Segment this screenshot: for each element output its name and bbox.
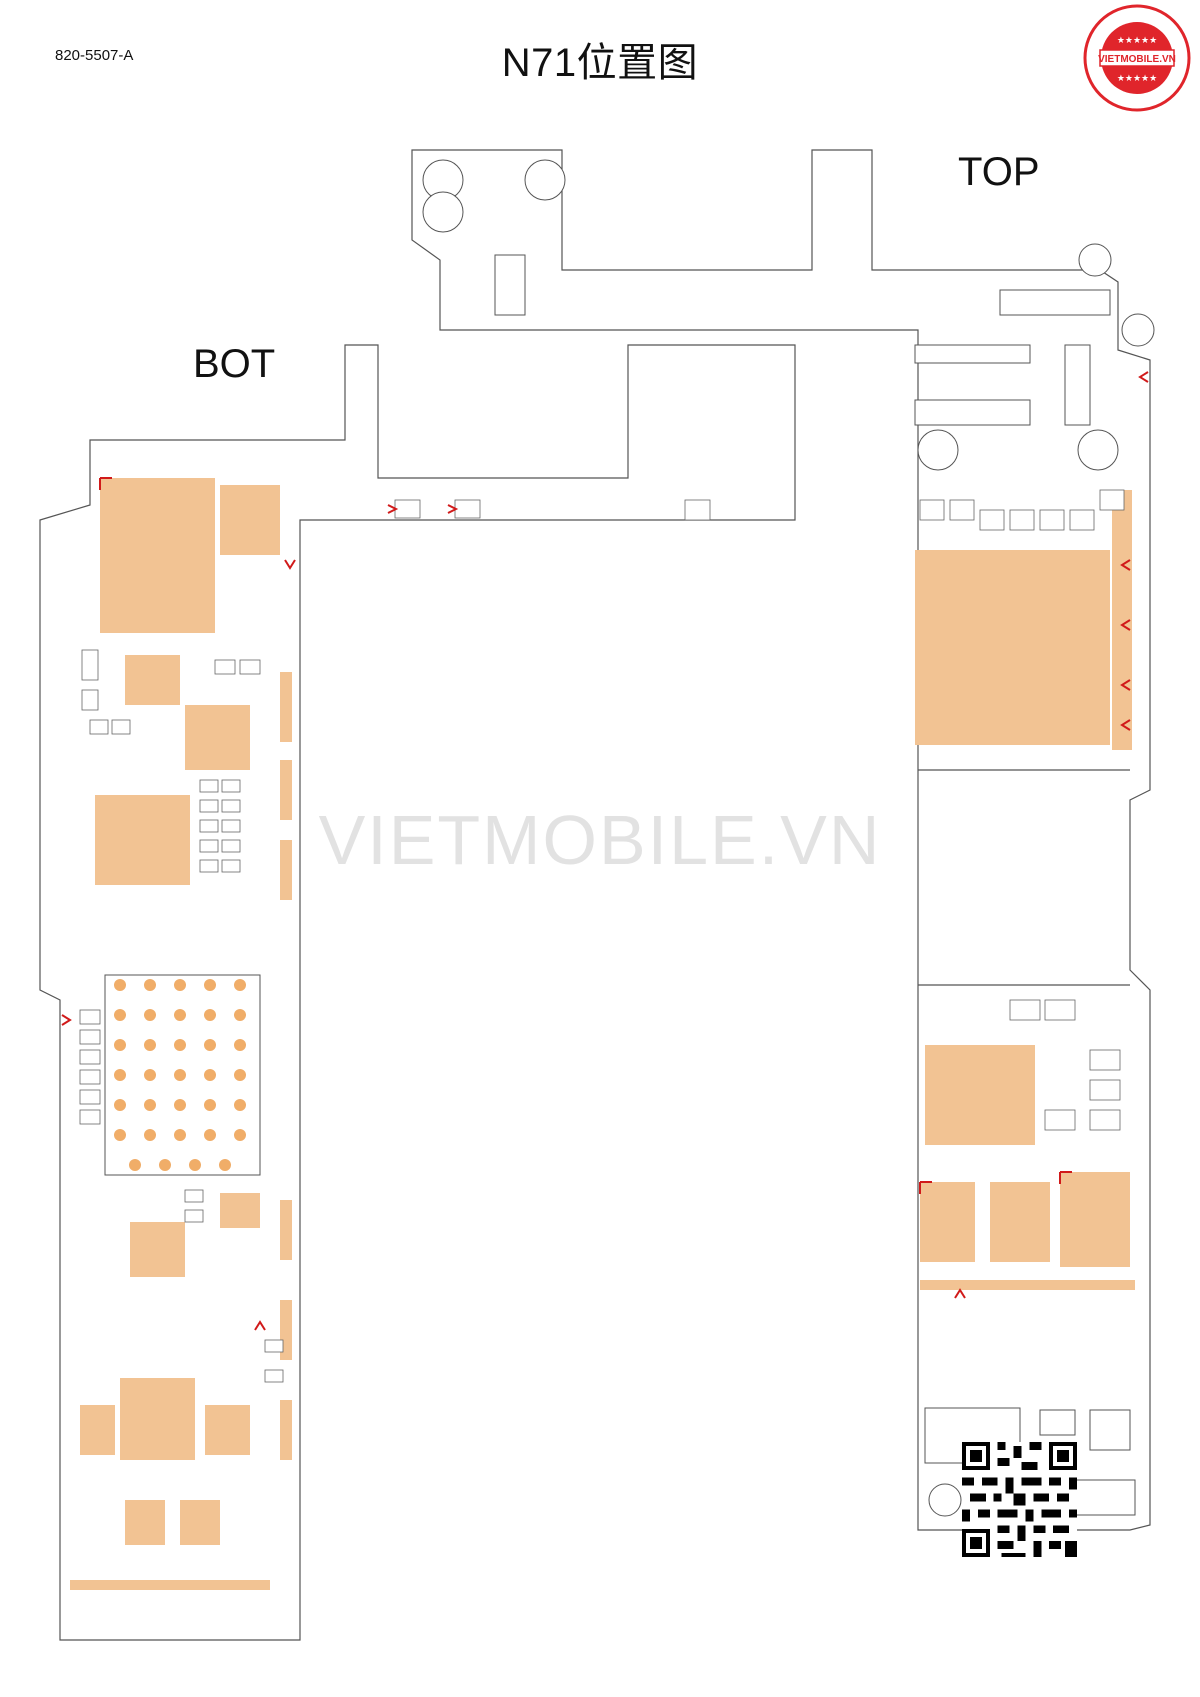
contact-pad: [1078, 243, 1112, 277]
pmu-pad-array: [220, 485, 280, 555]
edge-pad-row: [920, 1280, 1135, 1290]
edge-pad: [280, 672, 292, 742]
contact-pad: [1077, 429, 1119, 471]
chip-pad-array: [180, 1500, 220, 1545]
chip-pad-array: [125, 1500, 165, 1545]
qr-code: [962, 1442, 1077, 1557]
chip-pad-array: [95, 795, 190, 885]
edge-pad: [280, 840, 292, 900]
orange-pads: [70, 478, 1135, 1590]
speaker-contact: [422, 191, 464, 233]
ic-chip: [1064, 344, 1091, 426]
red-markers: [61, 371, 1149, 1331]
connector: [914, 344, 1031, 364]
chip-pad-array: [220, 1193, 260, 1228]
rf-pad-array: [920, 1182, 975, 1262]
contact-pad: [917, 429, 959, 471]
edge-pad: [280, 1400, 292, 1460]
ic-chip: [1039, 1409, 1076, 1436]
bga-dot-arrays: [114, 979, 246, 1171]
speaker-contact: [524, 159, 566, 201]
vietmobile-seal-logo: VIETMOBILE.VN ★★★★★ ★★★★★: [1083, 4, 1191, 112]
svg-text:VIETMOBILE.VN: VIETMOBILE.VN: [1098, 54, 1176, 65]
edge-pad-column: [1112, 490, 1132, 750]
flex-arm-outline: [411, 149, 1151, 1531]
baseband-pad-array: [925, 1045, 1035, 1145]
rf-pad-array: [990, 1182, 1050, 1262]
edge-pad-row: [70, 1580, 270, 1590]
rf-pad-array: [1060, 1172, 1130, 1267]
bot-board-outline: [39, 344, 796, 1641]
connector: [914, 399, 1031, 426]
svg-text:★★★★★: ★★★★★: [1117, 35, 1157, 45]
ic-chip: [494, 254, 526, 316]
chip-pad-array: [125, 655, 180, 705]
page-title: N71位置图: [501, 41, 699, 85]
contact-pad: [928, 1483, 962, 1517]
chip-pad-array: [130, 1222, 185, 1277]
svg-text:★★★★★: ★★★★★: [1117, 73, 1157, 83]
edge-pad: [280, 760, 292, 820]
chip-pad-array: [120, 1378, 195, 1460]
top-side-label: TOP: [958, 150, 1040, 194]
bottom-side-label: BOT: [193, 342, 276, 386]
a9-pad-array: [915, 550, 1110, 745]
part-number: 820-5507-A: [55, 47, 134, 64]
ic-chip: [1089, 1409, 1131, 1451]
chip-pad-array: [80, 1405, 115, 1455]
soc-pad-array: [100, 478, 215, 633]
flex-arm-components: [422, 159, 1155, 1517]
edge-pad: [280, 1200, 292, 1260]
chip-pad-array: [185, 705, 250, 770]
contact-pad: [1121, 313, 1155, 347]
nand-outline: [104, 974, 261, 1176]
passive-components: [79, 489, 1125, 1383]
chip-pad-array: [205, 1405, 250, 1455]
connector: [999, 289, 1111, 316]
board-outlines: [39, 149, 1151, 1641]
watermark: VIETMOBILE.VN: [318, 801, 882, 879]
